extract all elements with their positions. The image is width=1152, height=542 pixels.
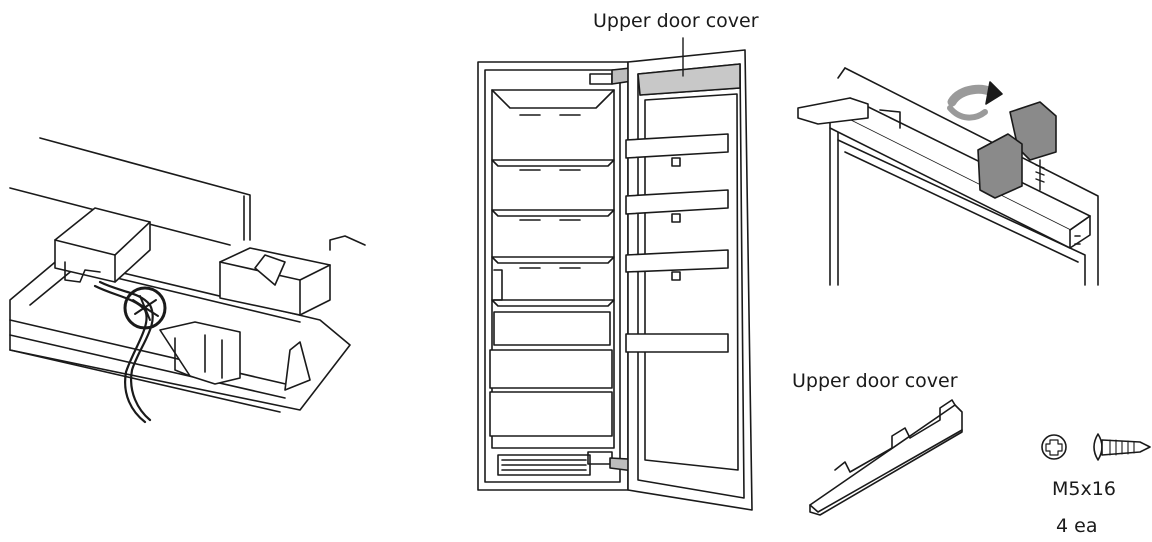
screw-front-icon [1041,434,1067,460]
hinge-wiring-detail [9,137,366,424]
refrigerator-open-door [477,37,753,511]
upper-door-cover-part [809,399,963,516]
screw-side-icon [1093,433,1151,461]
upper-door-cover-label: Upper door cover [593,10,759,32]
screw-quantity-label: 4 ea [1056,515,1098,537]
cover-screw-detail [797,67,1099,286]
screw-size-label: M5x16 [1052,478,1116,500]
upper-door-cover-part-label: Upper door cover [792,370,958,392]
